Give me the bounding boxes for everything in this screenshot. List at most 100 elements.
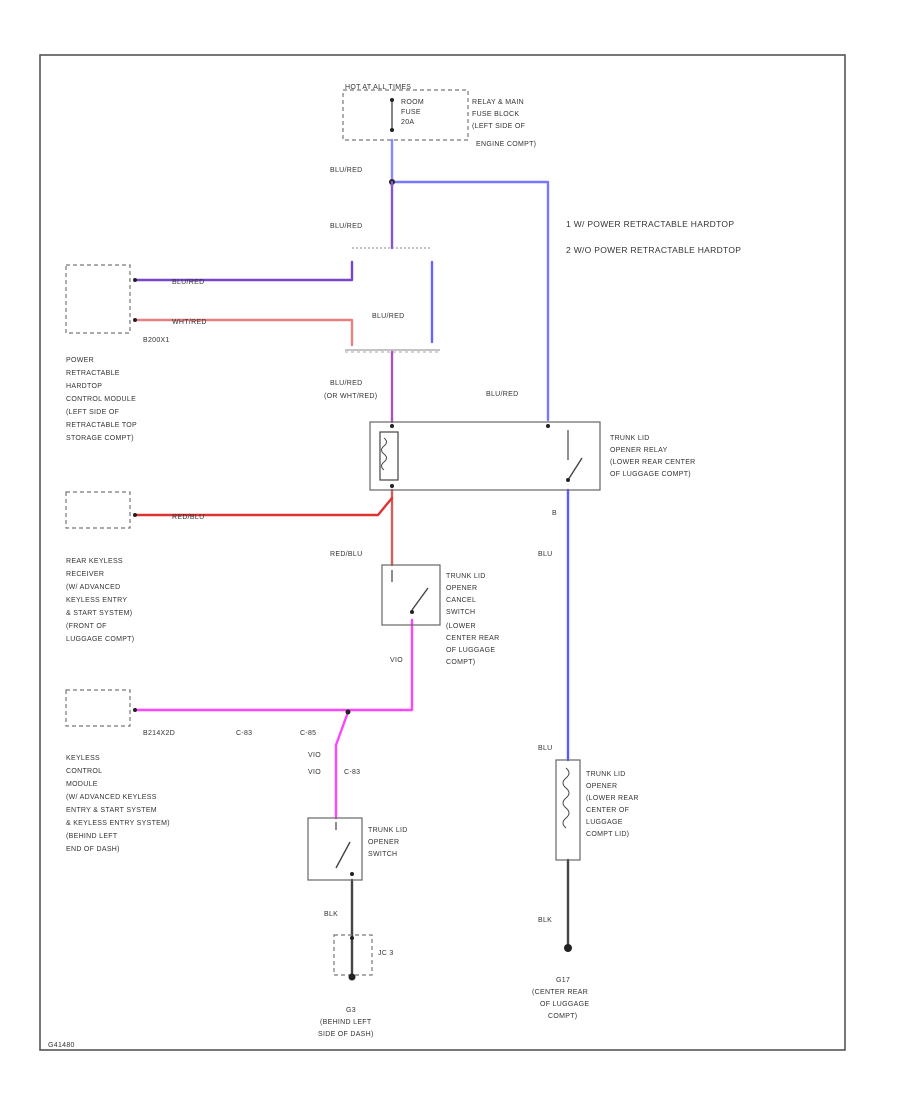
ground-right-icon	[564, 944, 572, 952]
cancel-loc-1: TRUNK LID	[446, 573, 486, 580]
actuator-loc-1: TRUNK LID	[586, 771, 626, 778]
fuse-line-3: 20A	[401, 119, 414, 126]
wire-vio-main	[133, 618, 414, 712]
hardtop-loc-7: STORAGE COMPT)	[66, 435, 134, 442]
wire-right-branch	[390, 180, 550, 422]
label-relay-pin: B	[552, 510, 557, 517]
opener-loc-3: SWITCH	[368, 851, 397, 858]
ground-g17: G17 (CENTER REAR OF LUGGAGE COMPT)	[532, 944, 589, 1020]
fuse-loc-3: (LEFT SIDE OF	[472, 123, 525, 130]
diagram-frame	[39, 54, 846, 1051]
keyless-connector: B214X2D	[143, 730, 175, 737]
hardtop-module: BLU/RED WHT/RED B200X1 POWER RETRACTABLE…	[65, 264, 207, 442]
fuse-line-2: FUSE	[401, 109, 421, 116]
keyless-loc-2: CONTROL	[66, 768, 102, 775]
cancel-loc-5: (LOWER	[446, 623, 476, 630]
keyless-loc-1: KEYLESS	[66, 755, 100, 762]
cancel-loc-2: OPENER	[446, 585, 477, 592]
fuse-block: HOT AT ALL TIMES ROOM FUSE 20A RELAY & M…	[342, 84, 536, 148]
label-vio-c: VIO	[308, 769, 321, 776]
receiver-loc-1: REAR KEYLESS	[66, 558, 123, 565]
cancel-loc-4: SWITCH	[446, 609, 475, 616]
actuator-loc-4: CENTER OF	[586, 807, 629, 814]
actuator-coil-icon	[562, 767, 570, 829]
wire-hardtop-wht-red	[133, 318, 354, 347]
label-c83: C-83	[344, 769, 360, 776]
ground-left-name: G3	[346, 1007, 356, 1014]
hardtop-loc-1: POWER	[66, 357, 94, 364]
label-blu-1: BLU	[538, 551, 553, 558]
ground-left-loc-2: SIDE OF DASH)	[318, 1031, 374, 1038]
relay-loc-3: (LOWER REAR CENTER	[610, 459, 696, 466]
label-relay-in-alt: (OR WHT/RED)	[324, 393, 377, 400]
label-relay-in: BLU/RED	[330, 380, 362, 387]
receiver-wire: RED/BLU	[172, 514, 204, 521]
receiver-loc-7: LUGGAGE COMPT)	[66, 636, 134, 643]
ground-right-loc-2: OF LUGGAGE	[540, 1001, 589, 1008]
actuator-loc-6: COMPT LID)	[586, 831, 629, 838]
hardtop-loc-2: RETRACTABLE	[66, 370, 120, 377]
label-branch-down: BLU/RED	[330, 223, 362, 230]
trunk-relay: TRUNK LID OPENER RELAY (LOWER REAR CENTE…	[369, 421, 696, 491]
opener-switch-icon	[335, 841, 351, 869]
opener-loc-2: OPENER	[368, 839, 399, 846]
rear-keyless-receiver: RED/BLU REAR KEYLESS RECEIVER (W/ ADVANC…	[65, 491, 204, 643]
fuse-loc-4: ENGINE COMPT)	[476, 141, 536, 148]
ground-right-loc-1: (CENTER REAR	[532, 989, 588, 996]
label-vio-switch: VIO	[308, 752, 321, 759]
wire-network	[133, 138, 570, 977]
keyless-loc-6: & KEYLESS ENTRY SYSTEM)	[66, 820, 170, 827]
ground-left-connector: JC 3	[378, 950, 394, 957]
hardtop-connector: B200X1	[143, 337, 170, 344]
opener-switch: TRUNK LID OPENER SWITCH	[307, 817, 408, 881]
cancel-loc-3: CANCEL	[446, 597, 476, 604]
cancel-loc-8: COMPT)	[446, 659, 475, 666]
hardtop-loc-3: HARDTOP	[66, 383, 102, 390]
actuator-loc-2: OPENER	[586, 783, 617, 790]
label-blk-2: BLK	[538, 917, 552, 924]
receiver-loc-4: KEYLESS ENTRY	[66, 597, 127, 604]
keyless-splice-2: C-85	[300, 730, 316, 737]
opener-loc-1: TRUNK LID	[368, 827, 408, 834]
keyless-loc-5: ENTRY & START SYSTEM	[66, 807, 157, 814]
label-fuse-out: BLU/RED	[330, 167, 362, 174]
actuator-loc-3: (LOWER REAR	[586, 795, 639, 802]
wire-vio-switch	[334, 710, 350, 820]
relay-coil-icon	[379, 431, 399, 481]
receiver-loc-2: RECEIVER	[66, 571, 104, 578]
relay-loc-2: OPENER RELAY	[610, 447, 668, 454]
hardtop-loc-6: RETRACTABLE TOP	[66, 422, 137, 429]
ground-left-loc-1: (BEHIND LEFT	[320, 1019, 372, 1026]
wire-hardtop-blu-red	[133, 260, 354, 282]
keyless-loc-3: MODULE	[66, 781, 98, 788]
trunk-lid-actuator: TRUNK LID OPENER (LOWER REAR CENTER OF L…	[555, 759, 639, 861]
hardtop-pin-2: WHT/RED	[172, 319, 207, 326]
label-blu-2: BLU	[538, 745, 553, 752]
ground-right-name: G17	[556, 977, 570, 984]
cancel-loc-6: CENTER REAR	[446, 635, 499, 642]
ground-right-loc-3: COMPT)	[548, 1013, 577, 1020]
label-relay-right: BLU/RED	[486, 391, 518, 398]
keyless-loc-8: END OF DASH)	[66, 846, 120, 853]
legend-2: 2 W/O POWER RETRACTABLE HARDTOP	[566, 245, 741, 255]
cancel-loc-7: OF LUGGAGE	[446, 647, 495, 654]
hardtop-loc-4: CONTROL MODULE	[66, 396, 136, 403]
label-hardtop-switch: BLU/RED	[372, 313, 404, 320]
keyless-loc-4: (W/ ADVANCED KEYLESS	[66, 794, 157, 801]
receiver-loc-3: (W/ ADVANCED	[66, 584, 120, 591]
fuse-line-1: ROOM	[401, 99, 424, 106]
cancel-switch-icon	[411, 587, 429, 611]
ground-g3: JC 3 G3 (BEHIND LEFT SIDE OF DASH)	[318, 934, 394, 1038]
receiver-loc-5: & START SYSTEM)	[66, 610, 132, 617]
fuse-header: HOT AT ALL TIMES	[345, 84, 411, 91]
footer-code: G41480	[48, 1042, 75, 1049]
relay-loc-4: OF LUGGAGE COMPT)	[610, 471, 691, 478]
label-vio-cancel: VIO	[390, 657, 403, 664]
receiver-loc-6: (FRONT OF	[66, 623, 107, 630]
label-cancel-in: RED/BLU	[330, 551, 362, 558]
fuse-loc-2: FUSE BLOCK	[472, 111, 519, 118]
actuator-loc-5: LUGGAGE	[586, 819, 623, 826]
keyless-control-module: B214X2D C-83 C-85 KEYLESS CONTROL MODULE…	[65, 689, 351, 853]
ground-left-icon	[348, 973, 356, 981]
